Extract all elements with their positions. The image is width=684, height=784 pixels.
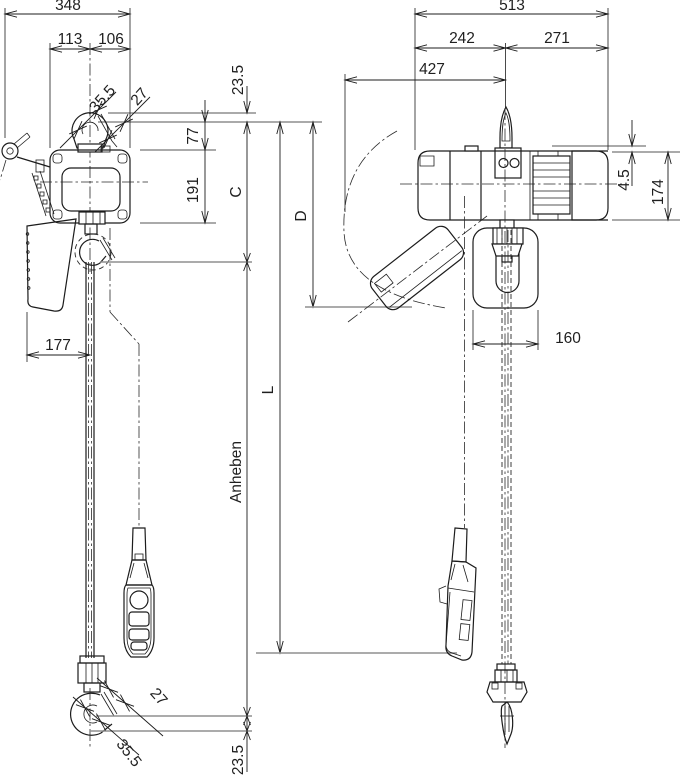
dim-label-bottom-hook-throat: 27 (146, 685, 170, 709)
dim-label-body-height-front: 191 (185, 177, 202, 203)
front-pendant-control (123, 527, 155, 658)
motor-end-cap (571, 150, 609, 221)
side-hook-lowered (486, 663, 528, 746)
front-dim-177: 177 (26, 312, 91, 362)
front-chain-guide (31, 170, 55, 217)
dim-label-suspension-to-body-top: 77 (185, 127, 202, 144)
front-chain-bag (25, 218, 77, 312)
dim-label-chain-bag-width: 160 (555, 330, 581, 347)
dim-label-hook-left: 113 (58, 31, 83, 48)
side-view: 513 242 271 427 (343, 0, 680, 748)
front-suspension-lever (0, 132, 51, 181)
dim-column-hook-path: 23.5 C Anheben 23.5 (228, 65, 251, 775)
front-hook-raised (74, 211, 252, 271)
dim-label-top-saddle-offset: 23.5 (230, 65, 247, 95)
side-top-dimensions: 513 242 271 427 (344, 0, 609, 212)
side-right-dimensions: 4.5 174 (552, 120, 680, 221)
dim-label-body-height-side: 174 (650, 179, 667, 205)
dim-label-top-hook-opening: 35.5 (86, 82, 119, 116)
dim-label-bottom-hook-opening: 35.5 (113, 736, 145, 770)
dim-label-lift-anheben: Anheben (228, 441, 245, 503)
dim-label-hook-right: 106 (98, 31, 124, 48)
dim-label-total-width: 348 (55, 0, 81, 14)
dim-label-swing-clearance: 427 (419, 61, 445, 78)
front-pendant-cable (109, 228, 140, 528)
dim-column-D: D (293, 121, 412, 308)
side-swing-envelope (343, 130, 488, 323)
dim-label-hook-to-right-end: 271 (544, 30, 570, 47)
dim-label-total-length: 513 (499, 0, 525, 14)
front-hook-lowered (70, 655, 252, 748)
dim-label-bottom-saddle-offset: 23.5 (230, 745, 247, 775)
front-view: 348 113 106 35.5 (0, 0, 252, 770)
side-dim-160: 160 (472, 310, 581, 350)
side-top-hook (494, 105, 522, 179)
dim-label-headroom: C (228, 186, 245, 197)
dim-label-top-hook-throat: 27 (128, 85, 152, 109)
dim-label-bag-offset: 177 (45, 337, 71, 354)
dim-column-77-191: 77 191 (185, 100, 209, 224)
dim-column-L: L (256, 121, 457, 654)
dim-label-hook-to-left-end: 242 (449, 30, 475, 47)
motor-fins (529, 150, 571, 221)
front-load-chain (85, 262, 95, 658)
side-pendant-control (438, 527, 477, 661)
side-load-chain (501, 108, 512, 748)
side-chain-guide-block (491, 219, 524, 263)
dim-label-swing-drop: D (293, 210, 310, 221)
side-body (400, 145, 622, 221)
front-top-dimensions: 348 113 106 (4, 0, 131, 148)
dim-label-lift-height: L (260, 385, 277, 394)
front-top-hook-diagonal-dims: 35.5 27 (59, 82, 152, 153)
vertical-dimension-columns: 77 191 23.5 C Anheben 23.5 L (98, 65, 457, 775)
dim-label-body-top-offset: 4.5 (616, 169, 633, 191)
